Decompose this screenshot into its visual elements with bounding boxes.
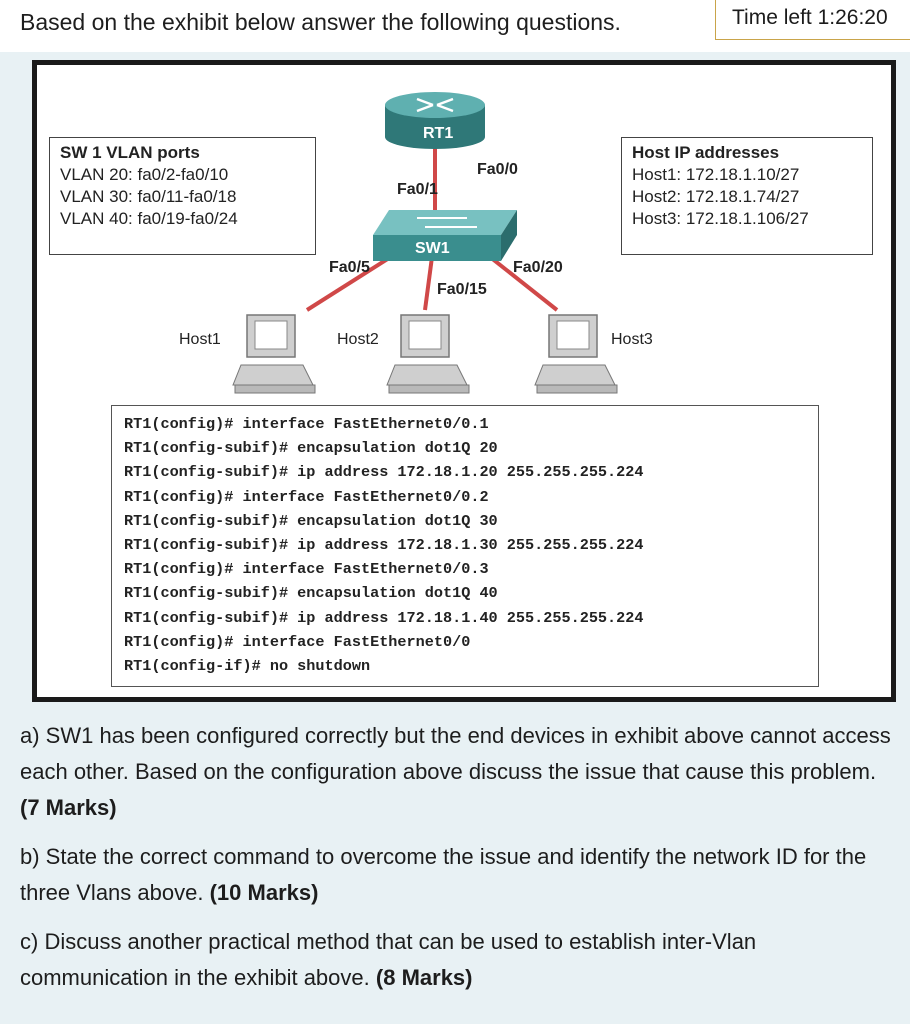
time-left-indicator: Time left 1:26:20 <box>715 0 910 40</box>
host2-computer-icon <box>386 314 470 394</box>
vlan-box-title: SW 1 VLAN ports <box>60 143 200 162</box>
link-sw1-host1 <box>305 251 399 312</box>
vlan-line: VLAN 30: fa0/11-fa0/18 <box>60 187 237 206</box>
port-label-fa0-20: Fa0/20 <box>513 259 563 276</box>
port-label-fa0-5: Fa0/5 <box>329 259 370 276</box>
cli-line: RT1(config)# interface FastEthernet0/0.1 <box>124 415 489 433</box>
cli-line: RT1(config)# interface FastEthernet0/0.2 <box>124 487 489 506</box>
host-ip-box: Host IP addresses Host1: 172.18.1.10/27 … <box>621 137 873 255</box>
cli-line: RT1(config)# interface FastEthernet0/0 <box>124 632 471 651</box>
question-prompt: Based on the exhibit below answer the fo… <box>20 9 621 35</box>
router-config-listing: RT1(config)# interface FastEthernet0/0.1… <box>111 405 819 687</box>
link-sw1-host2 <box>423 256 434 311</box>
router-label: RT1 <box>423 125 454 142</box>
cli-line: RT1(config-subif)# encapsulation dot1Q 2… <box>124 439 498 458</box>
question-c: c) Discuss another practical method that… <box>20 924 895 996</box>
link-sw1-host3 <box>483 251 559 312</box>
router-icon <box>385 92 485 149</box>
cli-line: RT1(config)# interface FastEthernet0/0.3 <box>124 560 489 579</box>
question-text: c) Discuss another practical method that… <box>20 929 757 990</box>
host1-computer-icon <box>232 314 316 394</box>
host-ip-line: Host1: 172.18.1.10/27 <box>632 165 800 184</box>
host-ip-line: Host2: 172.18.1.74/27 <box>632 187 800 206</box>
cli-line: RT1(config-subif)# encapsulation dot1Q 3… <box>124 511 498 530</box>
host2-label: Host2 <box>337 331 379 348</box>
host-ip-line: Host3: 172.18.1.106/27 <box>632 209 809 228</box>
switch-icon <box>373 210 517 261</box>
question-a: a) SW1 has been configured correctly but… <box>20 718 895 826</box>
cli-line: RT1(config-if)# no shutdown <box>124 657 371 676</box>
cli-line: RT1(config-subif)# ip address 172.18.1.4… <box>124 608 644 627</box>
question-list: a) SW1 has been configured correctly but… <box>20 718 895 1009</box>
question-marks: (10 Marks) <box>209 880 319 905</box>
host3-label: Host3 <box>611 331 653 348</box>
vlan-ports-box: SW 1 VLAN ports VLAN 20: fa0/2-fa0/10 VL… <box>49 137 316 255</box>
host1-label: Host1 <box>179 331 221 348</box>
question-marks: (8 Marks) <box>375 965 473 990</box>
network-exhibit: RT1 SW1 Fa0/0 Fa0/1 Fa0/5 Fa0/15 Fa0/20 … <box>32 60 896 702</box>
vlan-line: VLAN 20: fa0/2-fa0/10 <box>60 165 229 184</box>
host3-computer-icon <box>534 314 618 394</box>
port-label-fa0-1: Fa0/1 <box>397 181 438 198</box>
cli-line: RT1(config-subif)# encapsulation dot1Q 4… <box>124 584 498 603</box>
port-label-fa0-15: Fa0/15 <box>437 281 487 298</box>
question-marks: (7 Marks) <box>20 795 117 820</box>
cli-line: RT1(config-subif)# ip address 172.18.1.3… <box>124 536 644 555</box>
host-box-title: Host IP addresses <box>632 143 780 162</box>
switch-label: SW1 <box>415 240 450 257</box>
vlan-line: VLAN 40: fa0/19-fa0/24 <box>60 209 238 228</box>
question-b: b) State the correct command to overcome… <box>20 839 895 911</box>
port-label-fa0-0: Fa0/0 <box>477 161 518 178</box>
network-diagram <box>232 92 618 394</box>
question-text: a) SW1 has been configured correctly but… <box>20 723 891 784</box>
cli-line: RT1(config-subif)# ip address 172.18.1.2… <box>124 463 644 482</box>
question-text: b) State the correct command to overcome… <box>20 844 867 905</box>
